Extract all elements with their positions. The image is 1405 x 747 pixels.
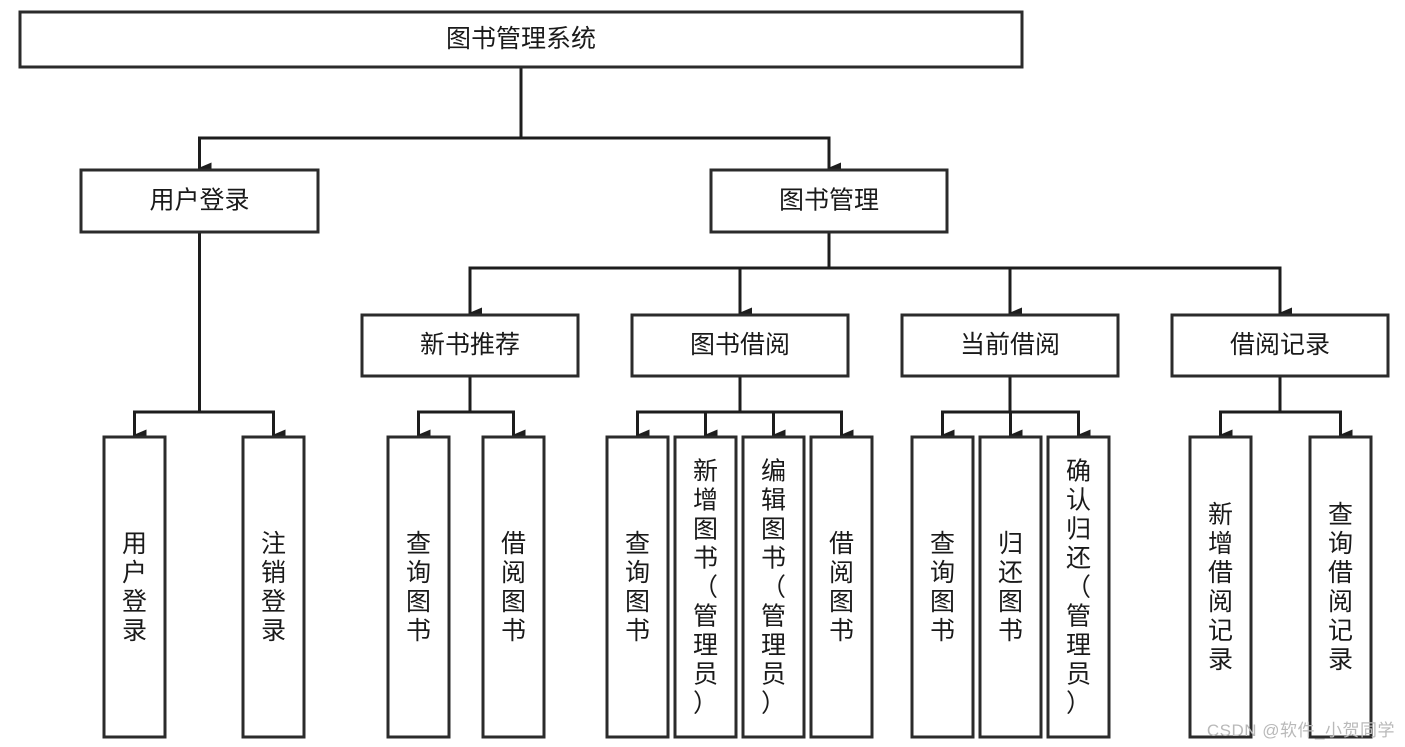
node-box: [102, 435, 167, 739]
node-label-vertical: 借阅图书: [501, 530, 526, 645]
node-current-borrow[interactable]: 当前借阅: [900, 313, 1120, 378]
node-label-vertical: 编辑图书（管理员）: [761, 458, 786, 718]
node-box: [741, 435, 806, 739]
node-box: [978, 435, 1043, 739]
node-box: [481, 435, 546, 739]
node-leaf-confirm-return-admin[interactable]: 确认归还（管理员）: [1046, 435, 1111, 739]
node-leaf-query-book-1[interactable]: 查询图书: [386, 435, 451, 739]
node-box: [605, 435, 670, 739]
node-box: [386, 435, 451, 739]
node-box: [709, 168, 949, 234]
node-label-vertical: 新增借阅记录: [1208, 501, 1233, 674]
node-book-manage[interactable]: 图书管理: [709, 168, 949, 234]
node-leaf-borrow-book-1[interactable]: 借阅图书: [481, 435, 546, 739]
node-label-vertical: 查询借阅记录: [1328, 501, 1353, 674]
node-label-vertical: 查询图书: [930, 530, 955, 645]
node-root[interactable]: 图书管理系统: [18, 10, 1024, 69]
node-box: [910, 435, 975, 739]
node-user-login[interactable]: 用户登录: [79, 168, 320, 234]
node-label-vertical: 确认归还（管理员）: [1066, 458, 1091, 718]
node-leaf-query-book-2[interactable]: 查询图书: [605, 435, 670, 739]
node-box: [360, 313, 580, 378]
nodes-layer: 图书管理系统用户登录图书管理新书推荐图书借阅当前借阅借阅记录用户登录注销登录查询…: [18, 10, 1390, 739]
node-label-vertical: 借阅图书: [829, 530, 854, 645]
node-box: [79, 168, 320, 234]
node-label: 当前借阅: [960, 331, 1060, 359]
node-box: [809, 435, 874, 739]
node-box: [900, 313, 1120, 378]
node-label: 图书管理系统: [446, 25, 596, 53]
node-label-vertical: 归还图书: [998, 530, 1023, 645]
node-leaf-query-borrow-record[interactable]: 查询借阅记录: [1308, 435, 1373, 739]
node-leaf-borrow-book-2[interactable]: 借阅图书: [809, 435, 874, 739]
node-label-vertical: 查询图书: [406, 530, 431, 645]
node-label-vertical: 注销登录: [261, 530, 286, 645]
node-box: [1308, 435, 1373, 739]
node-new-book-recommend[interactable]: 新书推荐: [360, 313, 580, 378]
edges-layer: [133, 65, 1353, 441]
node-leaf-return-book[interactable]: 归还图书: [978, 435, 1043, 739]
node-label: 新书推荐: [420, 331, 520, 359]
node-box: [241, 435, 306, 739]
node-label: 图书管理: [779, 187, 879, 215]
node-label: 图书借阅: [690, 331, 790, 359]
node-leaf-user-login[interactable]: 用户登录: [102, 435, 167, 739]
node-label-vertical: 查询图书: [625, 530, 650, 645]
node-borrow-record[interactable]: 借阅记录: [1170, 313, 1390, 378]
node-leaf-edit-book-admin[interactable]: 编辑图书（管理员）: [741, 435, 806, 739]
node-leaf-add-borrow-record[interactable]: 新增借阅记录: [1188, 435, 1253, 739]
node-box: [1170, 313, 1390, 378]
node-box: [18, 10, 1024, 69]
node-leaf-user-logout[interactable]: 注销登录: [241, 435, 306, 739]
node-leaf-query-book-3[interactable]: 查询图书: [910, 435, 975, 739]
node-leaf-add-book-admin[interactable]: 新增图书（管理员）: [673, 435, 738, 739]
node-box: [1046, 435, 1111, 739]
node-book-borrow[interactable]: 图书借阅: [630, 313, 850, 378]
node-box: [1188, 435, 1253, 739]
node-box: [673, 435, 738, 739]
node-label: 借阅记录: [1230, 331, 1330, 359]
node-label: 用户登录: [149, 187, 249, 215]
csdn-watermark: CSDN @软件_小贺同学: [1206, 721, 1395, 740]
node-label-vertical: 用户登录: [122, 530, 147, 645]
node-box: [630, 313, 850, 378]
node-label-vertical: 新增图书（管理员）: [693, 458, 718, 718]
